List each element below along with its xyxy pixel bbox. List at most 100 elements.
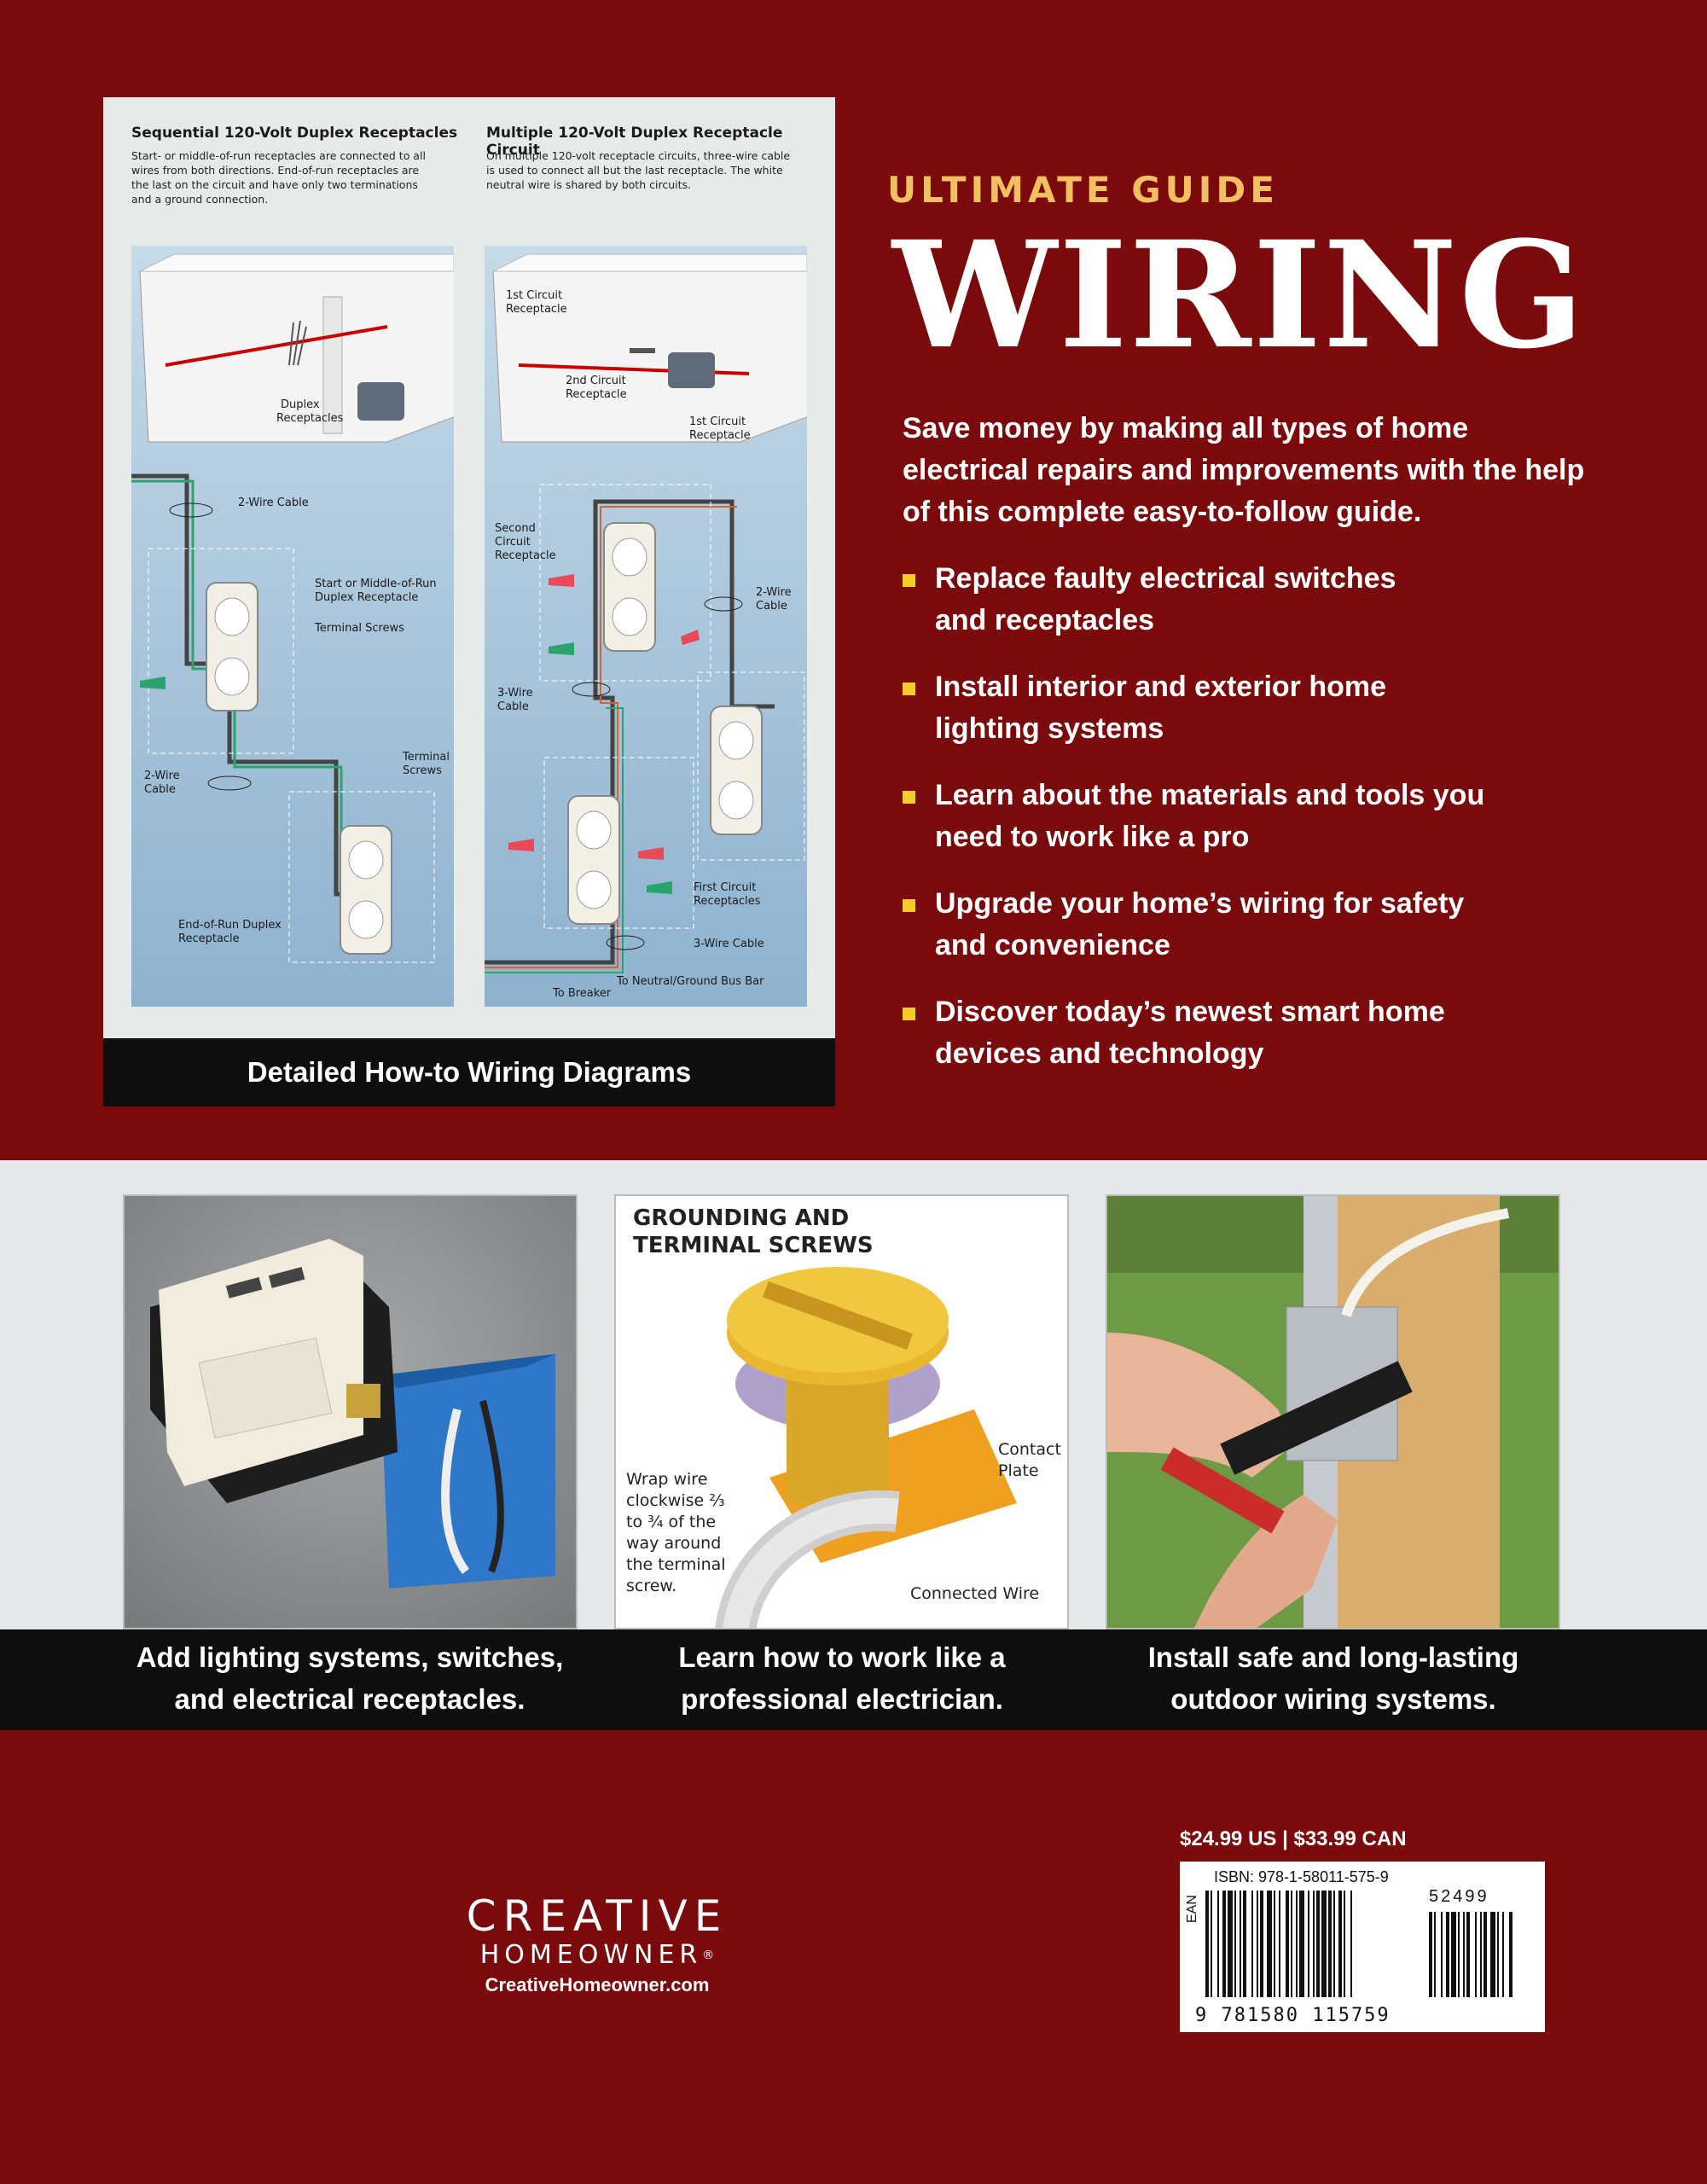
label-second-circuit-line1: 2nd Circuit: [566, 375, 626, 387]
outdoor-wiring-photo: [1106, 1194, 1560, 1629]
addon-bar: [1497, 1912, 1499, 1997]
sequential-receptacles-diagram: Duplex Receptacles 2-Wire Cable Start or…: [131, 246, 454, 1007]
connected-wire-label: Connected Wire: [910, 1584, 1040, 1603]
publisher-logo: CREATIVE HOMEOWNER® CreativeHomeowner.co…: [444, 1892, 751, 2000]
isbn-text: ISBN: 978-1-58011-575-9: [1214, 1868, 1389, 1885]
label-terminal-screws-b-line1: Terminal: [402, 751, 450, 764]
grounding-diagram: GROUNDING AND TERMINAL SCREWS Contact Pl…: [614, 1194, 1069, 1629]
publisher-name: CREATIVE: [466, 1891, 729, 1941]
barcode-bar: [1228, 1891, 1233, 1997]
price-label: $24.99 US | $33.99 CAN: [1180, 1827, 1407, 1850]
caption-line: Learn how to work like a: [678, 1641, 1006, 1673]
label-end-of-run-line2: Receptacle: [178, 932, 240, 945]
barcode-bar: [1240, 1891, 1241, 1997]
barcode-bar: [1296, 1891, 1298, 1997]
book-title: WIRING: [892, 208, 1587, 381]
right-diagram-description: On multiple 120-volt receptacle circuits…: [486, 148, 790, 192]
label-duplex-receptacles-line1: Duplex: [281, 398, 320, 411]
caption-2: Learn how to work like a professional el…: [586, 1636, 1098, 1720]
barcode-bar: [1234, 1891, 1236, 1997]
bullet-square-icon: [903, 1008, 915, 1020]
addon-bar: [1502, 1912, 1504, 1997]
barcode-bar: [1321, 1891, 1327, 1997]
barcode-bar: [1267, 1891, 1272, 1997]
feature-line: devices and technology: [935, 1037, 1264, 1070]
desc-line: is used to connect all but the last rece…: [486, 164, 783, 177]
wrap-line: clockwise ²⁄₃: [626, 1491, 725, 1510]
wrap-line: way around: [626, 1534, 722, 1553]
feature-list: Replace faulty electrical switches and re…: [903, 558, 1602, 1100]
desc-line: neutral wire is shared by both circuits.: [486, 178, 691, 191]
label-first-circuit-a-line2: Receptacle: [506, 303, 567, 316]
grounding-title-line: GROUNDING AND: [633, 1205, 850, 1231]
caption-line: Add lighting systems, switches,: [136, 1641, 564, 1673]
wrap-line: Wrap wire: [626, 1470, 708, 1489]
barcode: ISBN: 978-1-58011-575-9 EAN 52499 9 7815…: [1180, 1862, 1545, 2032]
label-two-wire-cable: 2-Wire Cable: [238, 497, 309, 509]
addon-code: 52499: [1429, 1887, 1489, 1906]
feature-line: and convenience: [935, 929, 1170, 961]
label-to-breaker: To Breaker: [552, 987, 612, 1000]
wrap-line: the terminal: [626, 1555, 726, 1574]
barcode-bar: [1333, 1891, 1335, 1997]
barcode-bar: [1328, 1891, 1332, 1997]
addon-bar: [1429, 1912, 1432, 1997]
desc-line: wires from both directions. End-of-run r…: [131, 164, 420, 177]
desc-line: and a ground connection.: [131, 193, 269, 206]
receptacle-illustration: [125, 1196, 576, 1628]
label-first-circuit-b-line1: 1st Circuit: [689, 415, 746, 428]
registered-mark: ®: [702, 1949, 715, 1962]
barcode-number: 9 781580 115759: [1195, 2005, 1391, 2026]
contact-plate-label: Contact Plate: [998, 1439, 1061, 1482]
outdoor-illustration: [1107, 1196, 1559, 1628]
addon-bar: [1466, 1912, 1470, 1997]
label-second-circuit-r-line1: Second: [495, 522, 536, 535]
contact-line: Plate: [998, 1461, 1039, 1480]
label-first-circuit-r-line2: Receptacles: [694, 895, 761, 908]
publisher-url[interactable]: CreativeHomeowner.com: [485, 1974, 710, 1995]
barcode-bar: [1308, 1891, 1309, 1997]
diagram-caption: Detailed How-to Wiring Diagrams: [103, 1038, 835, 1107]
addon-bar: [1441, 1912, 1443, 1997]
series-label: ULTIMATE GUIDE: [887, 169, 1279, 211]
caption-line: and electrical receptacles.: [174, 1683, 525, 1715]
desc-line: Start- or middle-of-run receptacles are …: [131, 149, 426, 162]
barcode-bar: [1299, 1891, 1304, 1997]
label-duplex-receptacles-line2: Receptacles: [276, 412, 344, 425]
intro-paragraph: Save money by making all types of home e…: [903, 412, 1585, 528]
barcode-bar: [1211, 1891, 1212, 1997]
barcode-bar: [1286, 1891, 1289, 1997]
addon-bar: [1458, 1912, 1460, 1997]
bullet-square-icon: [903, 574, 915, 587]
label-r-two-wire-line1: 2-Wire: [756, 586, 792, 599]
bullet-square-icon: [903, 791, 915, 804]
feature-line: and receptacles: [935, 604, 1155, 636]
ean-label: EAN: [1185, 1895, 1199, 1923]
label-second-circuit-r-line3: Receptacle: [495, 549, 556, 562]
wrap-wire-label: Wrap wire clockwise ²⁄₃ to ³⁄₄ of the wa…: [626, 1469, 726, 1597]
label-second-circuit-r-line2: Circuit: [495, 536, 531, 549]
bullet-square-icon: [903, 682, 915, 695]
caption-band: [0, 1629, 1707, 1730]
label-two-wire-b-line1: 2-Wire: [144, 770, 180, 782]
addon-bar: [1434, 1912, 1436, 1997]
barcode-bar: [1344, 1891, 1345, 1997]
barcode-bar: [1260, 1891, 1263, 1997]
barcode-bar: [1243, 1891, 1246, 1997]
publisher-sub: HOMEOWNER®: [444, 1940, 751, 1971]
addon-bar: [1475, 1912, 1477, 1997]
label-first-circuit-a-line1: 1st Circuit: [506, 289, 562, 302]
label-second-circuit-line2: Receptacle: [566, 388, 627, 401]
barcode-bar: [1279, 1891, 1280, 1997]
barcode-bar: [1251, 1891, 1253, 1997]
caption-line: professional electrician.: [681, 1683, 1003, 1715]
barcode-bar: [1291, 1891, 1292, 1997]
label-two-wire-b-line2: Cable: [144, 783, 176, 796]
wrap-line: screw.: [626, 1577, 677, 1595]
label-r-three-wire-line1: 3-Wire: [497, 687, 533, 700]
addon-bar: [1483, 1912, 1487, 1997]
label-terminal-screws: Terminal Screws: [314, 622, 404, 635]
feature-line: Replace faulty electrical switches: [935, 562, 1396, 595]
